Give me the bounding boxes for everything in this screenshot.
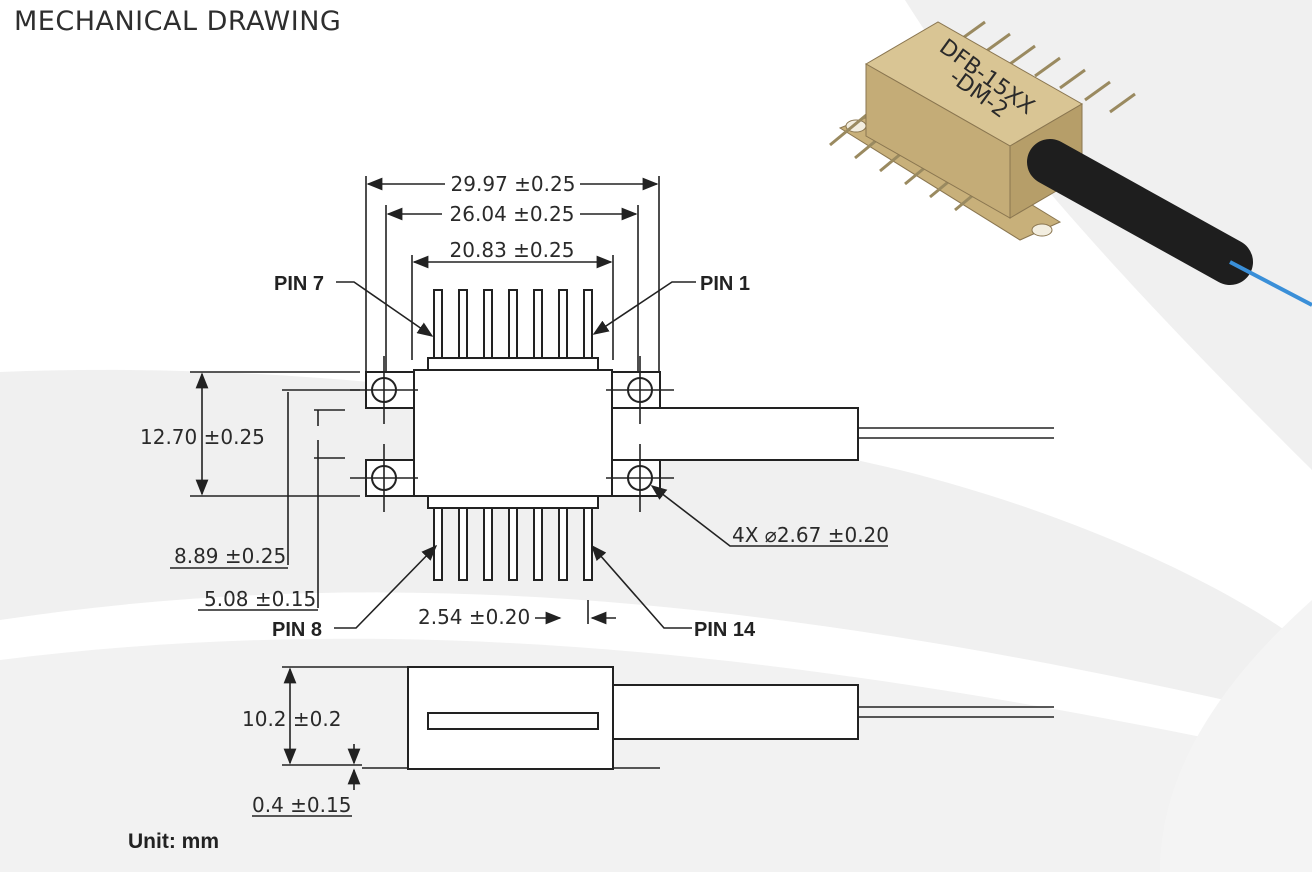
label-pin-14: PIN 14 <box>694 619 756 641</box>
leader-lines <box>334 281 888 629</box>
label-pin-1: PIN 1 <box>700 273 750 295</box>
pins-bottom <box>433 507 593 581</box>
dim-width-overall: 29.97 ±0.25 <box>451 172 576 196</box>
page-title: MECHANICAL DRAWING <box>14 6 342 37</box>
unit-label: Unit: mm <box>128 830 219 853</box>
side-view <box>407 666 859 770</box>
label-pin-8: PIN 8 <box>272 619 322 641</box>
pins-top <box>433 289 593 359</box>
top-view <box>365 357 859 509</box>
dim-pin-row-spacing: 8.89 ±0.25 <box>174 544 286 568</box>
dim-width-holes: 26.04 ±0.25 <box>450 202 575 226</box>
dim-height-holes: 12.70 ±0.25 <box>140 425 265 449</box>
dim-flange-thickness: 0.4 ±0.15 <box>252 793 351 817</box>
dim-pin-pitch: 2.54 ±0.20 <box>418 605 530 629</box>
label-pin-7: PIN 7 <box>274 273 324 295</box>
dim-hole-diameter: 4X ⌀2.67 ±0.20 <box>732 523 889 547</box>
dim-flange-offset: 5.08 ±0.15 <box>204 587 316 611</box>
dim-width-pins: 20.83 ±0.25 <box>450 238 575 262</box>
dimension-lines <box>170 176 660 611</box>
product-image: DFB-15XX -DM-2 <box>829 20 1312 307</box>
dim-body-height: 10.2 ±0.2 <box>242 707 341 731</box>
